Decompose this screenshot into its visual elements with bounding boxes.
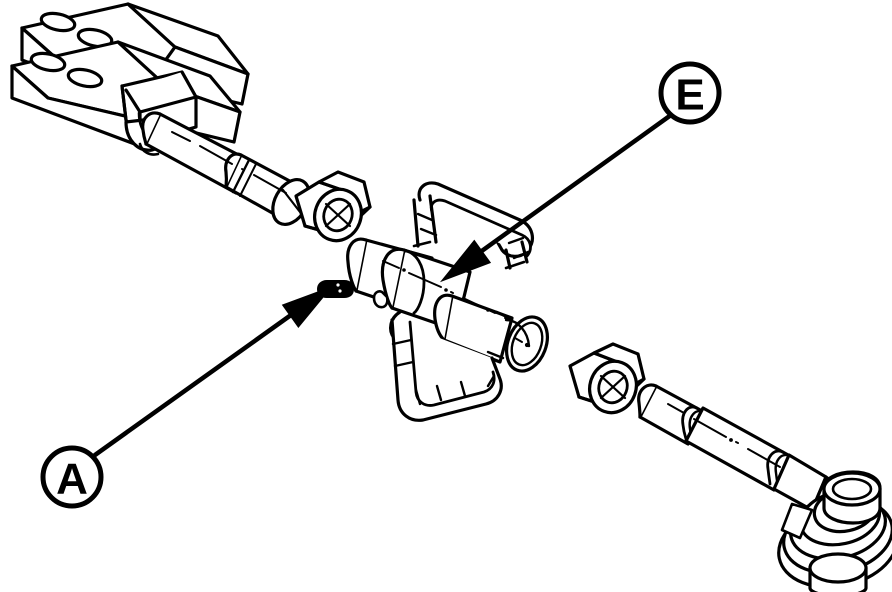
callout-a-leader	[92, 285, 334, 458]
callout-e-label: E	[675, 71, 704, 120]
callout-e-leader	[439, 112, 674, 283]
part-upper-shaft	[141, 111, 311, 226]
callout-a-label: A	[56, 455, 88, 504]
part-upper-nut	[294, 170, 372, 243]
part-lower-shaft	[637, 383, 848, 524]
callout-balloon-e[interactable]: E	[658, 61, 722, 125]
part-ball-joint	[777, 470, 892, 592]
part-lower-nut	[568, 342, 646, 415]
callout-balloon-a[interactable]: A	[40, 445, 104, 509]
